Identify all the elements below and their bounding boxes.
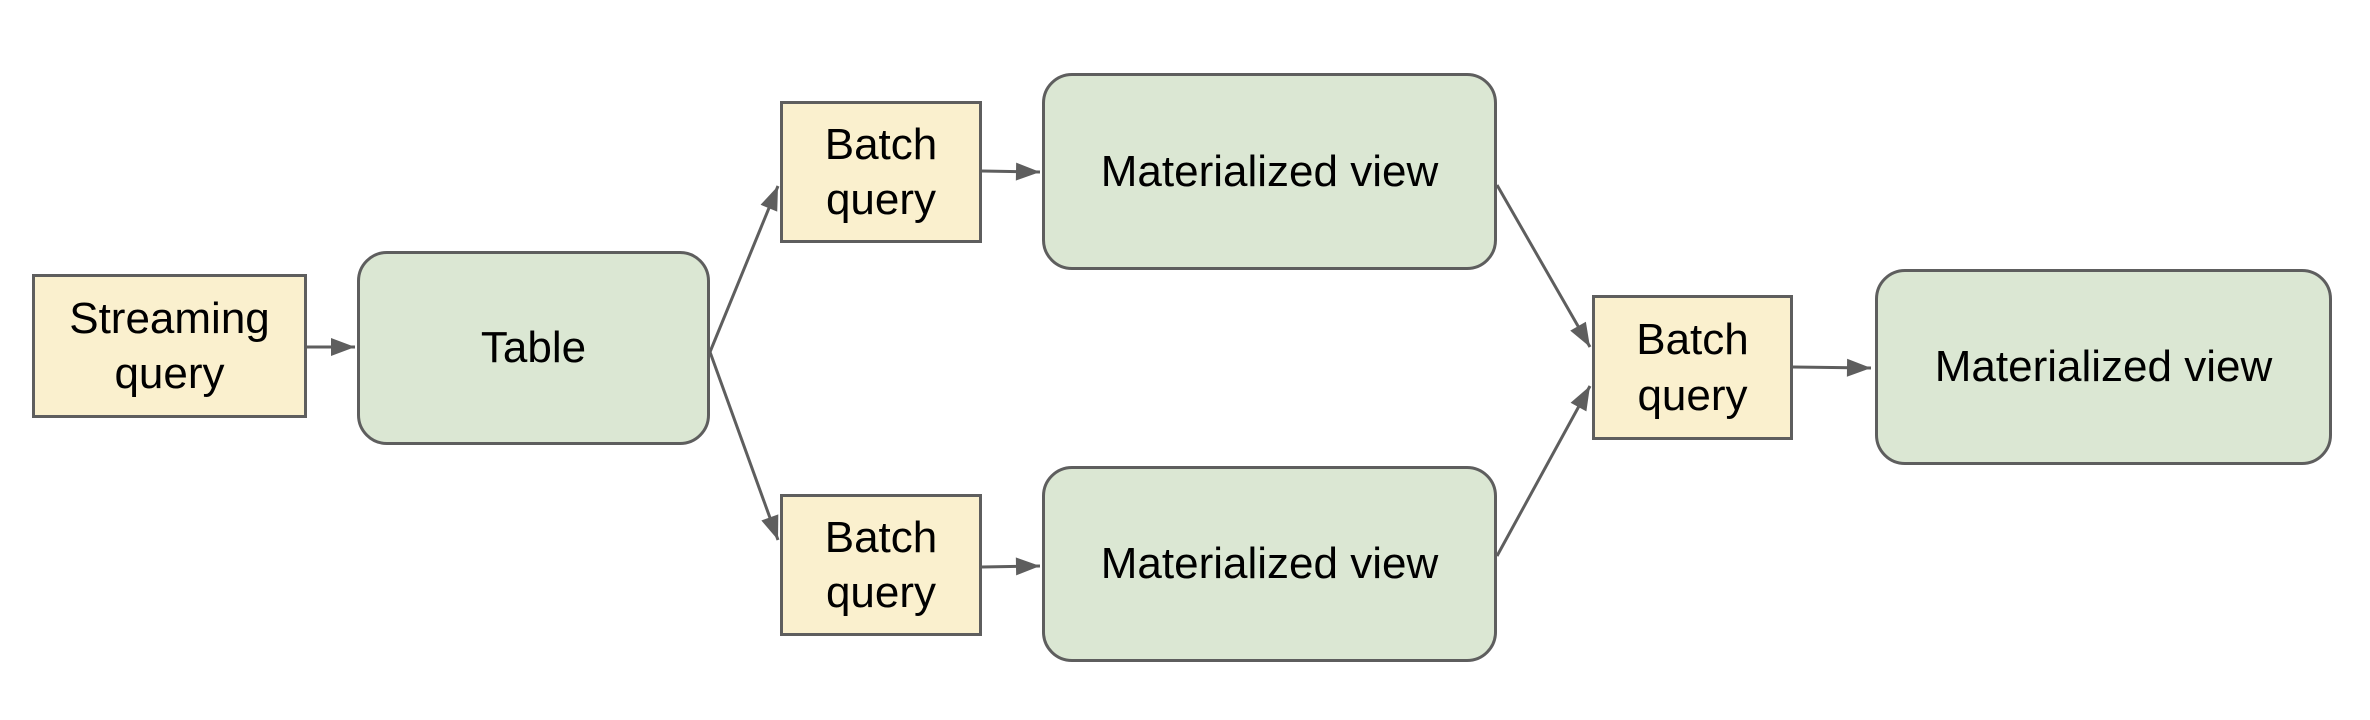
node-streaming-query: Streaming query — [32, 274, 307, 418]
edge-batch-query-bottom-to-materialized-view-bottom — [981, 557, 1041, 576]
node-materialized-view-right: Materialized view — [1875, 269, 2332, 465]
edge-table-to-batch-query-top — [708, 185, 780, 353]
node-materialized-view-top: Materialized view — [1042, 73, 1497, 270]
edge-materialized-view-bottom-to-batch-query-right — [1495, 385, 1592, 557]
edge-table-to-batch-query-bottom — [708, 351, 780, 541]
edge-batch-query-top-to-materialized-view-top — [981, 162, 1041, 181]
node-batch-query-right: Batch query — [1592, 295, 1793, 440]
node-batch-query-top: Batch query — [780, 101, 982, 243]
node-batch-query-bottom: Batch query — [780, 494, 982, 636]
node-table: Table — [357, 251, 710, 445]
edge-materialized-view-top-to-batch-query-right — [1495, 184, 1592, 348]
node-materialized-view-bottom: Materialized view — [1042, 466, 1497, 662]
edge-batch-query-right-to-materialized-view-right — [1792, 358, 1872, 377]
